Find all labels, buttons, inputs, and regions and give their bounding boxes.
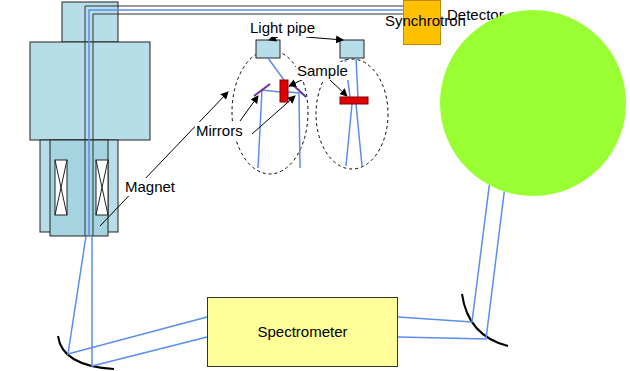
light-pipe [340,40,364,58]
box-label: Spectrometer [257,323,347,341]
spectrometer-box: Spectrometer [207,297,398,367]
cryostat [30,2,150,236]
part-label: Mirrors [195,122,244,140]
synchrotron-circle: Synchrotron [440,10,626,196]
light-pipe [256,40,280,58]
parabolic-mirror [58,336,114,369]
beam-line [398,185,504,339]
part-label: Light pipe [249,19,316,37]
beam [258,58,362,168]
light-pipe-tube [85,6,403,236]
part-label: Magnet [124,178,176,196]
magnet-coil [55,160,108,215]
part-label: Sample [296,62,349,80]
sample [280,80,288,102]
leader-line [240,37,347,134]
sample [340,97,368,104]
inset-arrow [100,92,228,226]
beam-line [68,10,403,366]
synchrotron-label: Synchrotron [385,12,466,30]
